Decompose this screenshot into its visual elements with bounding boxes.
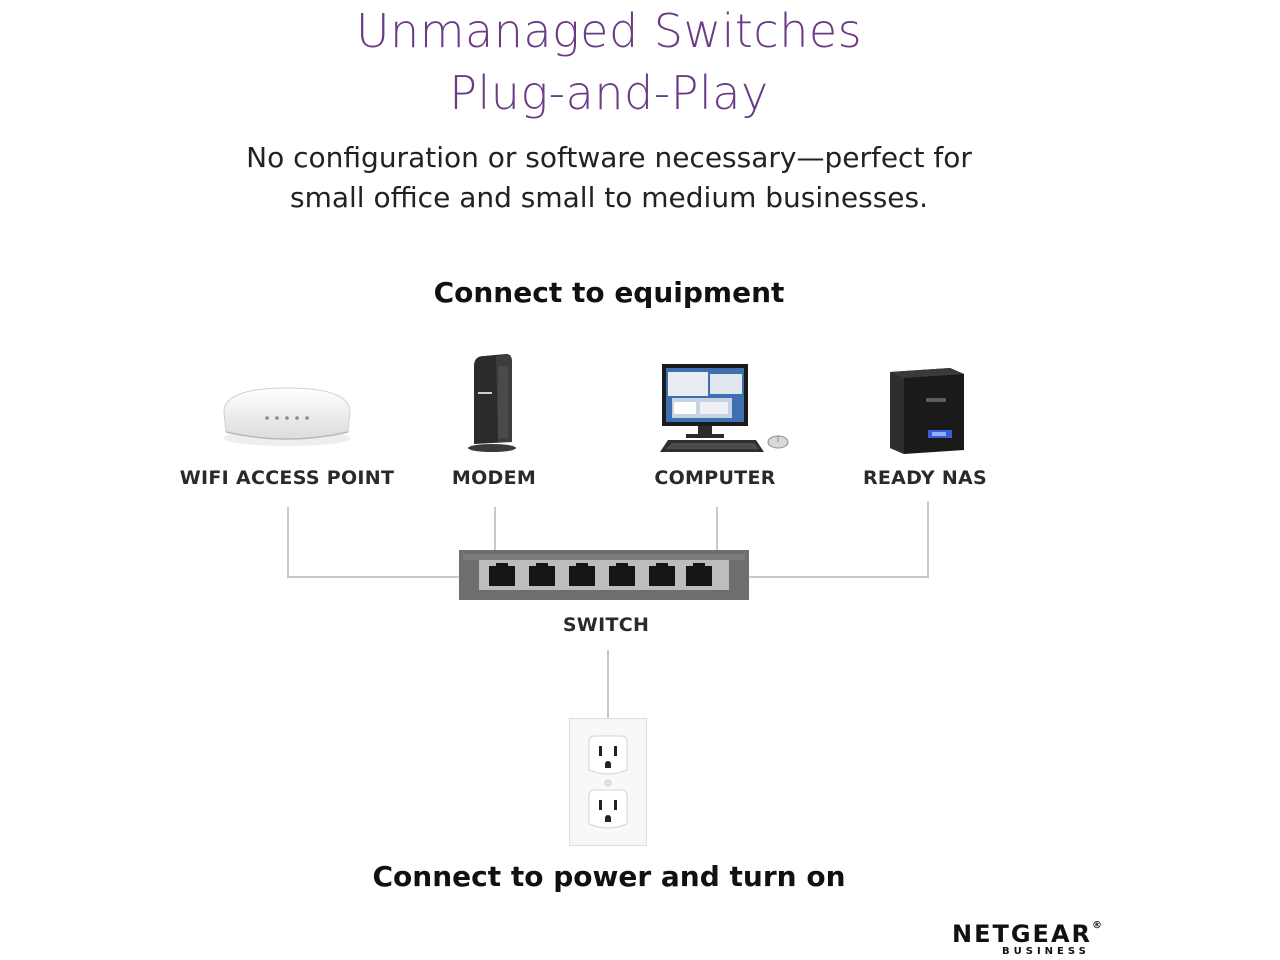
modem-icon [462, 352, 522, 454]
brand-name: NETGEAR [952, 920, 1092, 948]
switch-label: SWITCH [562, 614, 650, 636]
wire-power [607, 650, 609, 720]
equipment-title: Connect to equipment [433, 276, 785, 309]
device-label-ready-nas: READY NAS [862, 467, 988, 489]
subtitle-line-1: No configuration or software necessary—p… [246, 141, 972, 174]
power-title: Connect to power and turn on [372, 860, 846, 893]
device-label-modem: MODEM [451, 467, 537, 489]
wire-nas [927, 501, 929, 578]
headline-line-1: Unmanaged Switches [355, 4, 863, 58]
netgear-business-logo: NETGEAR® BUSINESS [948, 920, 1102, 958]
wifi-access-point-icon [214, 380, 360, 452]
wire-computer [716, 507, 718, 552]
brand-sub: BUSINESS [1002, 946, 1090, 957]
wire-modem [494, 507, 496, 552]
switch-icon [459, 550, 749, 600]
nas-icon [884, 364, 968, 454]
wire-wifi-horizontal [287, 576, 462, 578]
device-label-computer: COMPUTER [654, 467, 776, 489]
subtitle-line-2: small office and small to medium busines… [290, 181, 928, 214]
computer-icon [660, 362, 792, 458]
brand-registered-mark: ® [1092, 920, 1102, 931]
power-outlet-icon [569, 718, 647, 846]
wire-nas-horizontal [746, 576, 929, 578]
device-label-wifi-access-point: WIFI ACCESS POINT [179, 467, 395, 489]
wire-wifi [287, 507, 289, 578]
headline-line-2: Plug-and-Play [449, 66, 769, 120]
